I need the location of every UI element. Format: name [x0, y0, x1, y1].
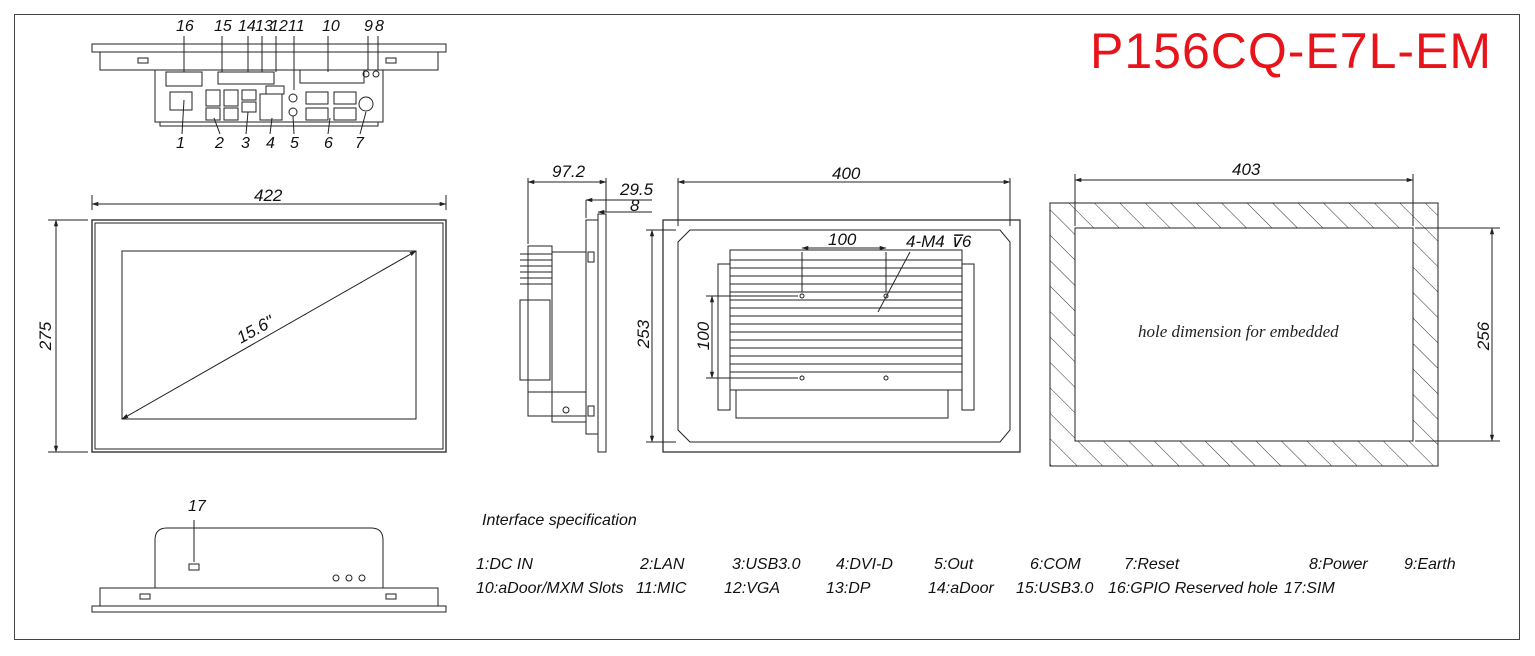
cutout-height-dim: 256 — [1474, 321, 1494, 351]
cutout-note: hole dimension for embedded — [1138, 322, 1339, 341]
spec-dc-in: 1:DC IN — [476, 556, 533, 573]
callout-5: 5 — [290, 135, 299, 152]
spec-dp: 13:DP — [826, 580, 871, 597]
side-depth-dim: 97.2 — [552, 162, 586, 181]
callout-15: 15 — [214, 18, 232, 35]
spec-mic: 11:MIC — [636, 580, 687, 597]
rear-pitch-v: 100 — [694, 321, 714, 351]
bottom-view — [91, 520, 447, 613]
spec-adoor-mxm: 10:aDoor/MXM Slots — [476, 580, 624, 597]
spec-gpio: 16:GPIO Reserved hole — [1108, 580, 1278, 597]
spec-lan: 2:LAN — [640, 556, 685, 573]
screw-depth: 6 — [961, 232, 972, 251]
front-width-dim: 422 — [254, 186, 283, 205]
callout-7: 7 — [355, 135, 364, 152]
callout-2: 2 — [215, 135, 224, 152]
spec-earth: 9:Earth — [1404, 556, 1456, 573]
spec-reset: 7:Reset — [1124, 556, 1180, 573]
callout-14: 14 — [238, 18, 256, 35]
side-offset-dim: 8 — [630, 196, 640, 215]
model-title: P156CQ-E7L-EM — [1090, 23, 1493, 79]
interface-title: Interface specification — [482, 512, 637, 529]
callout-9: 9 — [364, 18, 373, 35]
depth-icon: ⊽ — [949, 232, 962, 251]
rear-view — [646, 178, 1021, 453]
callout-8: 8 — [375, 18, 384, 35]
spec-adoor: 14:aDoor — [928, 580, 994, 597]
callout-17: 17 — [188, 498, 206, 515]
cutout-view — [1049, 174, 1500, 467]
screw-size: 4-M4 — [906, 232, 945, 251]
callout-13: 13 — [255, 18, 273, 35]
screw-spec: 4-M4 ⊽6 — [906, 232, 971, 252]
rear-height-dim: 253 — [634, 319, 654, 349]
rear-pitch-h: 100 — [828, 230, 857, 249]
spec-sim: 17:SIM — [1284, 580, 1335, 597]
callout-6: 6 — [324, 135, 333, 152]
front-view — [48, 195, 447, 453]
io-panel-view — [91, 36, 447, 135]
spec-dvi-d: 4:DVI-D — [836, 556, 893, 573]
spec-out: 5:Out — [934, 556, 974, 573]
callout-3: 3 — [241, 135, 250, 152]
rear-width-dim: 400 — [832, 164, 861, 183]
spec-usb30-2: 15:USB3.0 — [1016, 580, 1094, 597]
spec-usb30: 3:USB3.0 — [732, 556, 801, 573]
callout-10: 10 — [322, 18, 340, 35]
callout-4: 4 — [266, 135, 275, 152]
callout-11: 11 — [288, 18, 305, 35]
spec-vga: 12:VGA — [724, 580, 781, 597]
callout-16: 16 — [176, 18, 194, 35]
spec-com: 6:COM — [1030, 556, 1081, 573]
callout-1: 1 — [176, 135, 185, 152]
drawing-frame — [14, 14, 1520, 640]
callout-12: 12 — [270, 18, 288, 35]
side-view — [519, 178, 652, 453]
front-height-dim: 275 — [36, 321, 56, 351]
cutout-width-dim: 403 — [1232, 160, 1261, 179]
side-bezel-dim: 29.5 — [620, 180, 654, 199]
spec-power: 8:Power — [1309, 556, 1368, 573]
